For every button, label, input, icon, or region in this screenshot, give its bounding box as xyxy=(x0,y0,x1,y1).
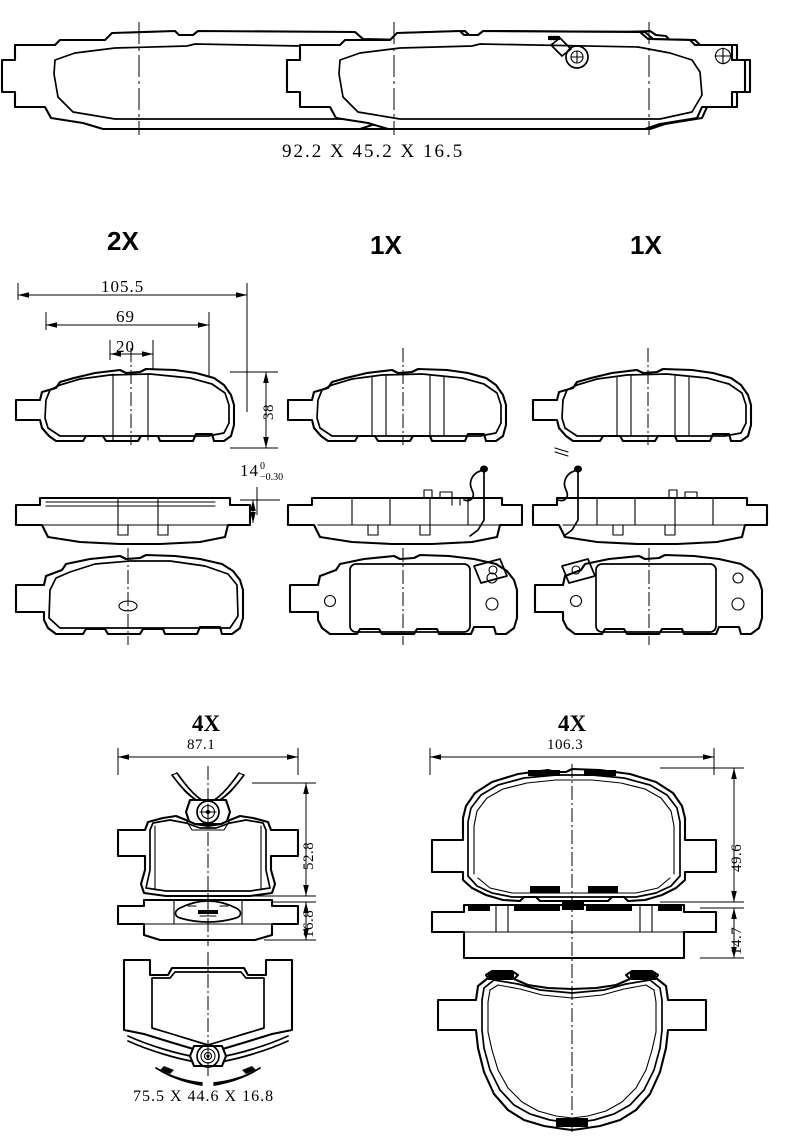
dim-bl-height: 52.8 xyxy=(301,841,317,870)
tolerance-lower: 0.30 xyxy=(265,471,284,483)
dim-thickness-value: 14 xyxy=(240,461,259,481)
dim-br-width: 106.3 xyxy=(547,737,584,753)
top-size-label: 92.2 X 45.2 X 16.5 xyxy=(282,141,465,162)
top-pad-left xyxy=(0,29,462,131)
dim-br-thickness: 14.7 xyxy=(729,926,745,955)
wear-sensor-wire-right xyxy=(557,465,582,537)
wear-sensor-clip-left xyxy=(548,35,589,69)
dim-height: 38 xyxy=(261,404,277,420)
tolerance-upper: 0 xyxy=(260,461,265,472)
dim-bl-width: 87.1 xyxy=(187,737,216,753)
qty-label-bottom-left: 4X xyxy=(192,711,221,736)
bottom-left-pad-face xyxy=(116,766,300,902)
qty-label-top-left: 2X xyxy=(107,226,139,256)
bottom-left-pad-edge xyxy=(116,896,300,946)
bottom-left-dimensions xyxy=(117,748,316,941)
dim-overall-width: 105.5 xyxy=(101,277,145,296)
qty-label-top-center: 1X xyxy=(370,230,402,260)
middle-pad-left-edge xyxy=(14,496,256,546)
bottom-right-dimensions xyxy=(429,748,744,959)
middle-backplate-right xyxy=(533,548,764,645)
top-pad-center xyxy=(290,29,752,131)
middle-backplate-left xyxy=(14,548,245,645)
wear-sensor-wire-center xyxy=(463,465,488,537)
dim-thickness-tolerance: 0−0.30 xyxy=(260,461,284,483)
qty-label-bottom-right: 4X xyxy=(558,711,587,736)
dim-notch-width: 20 xyxy=(116,337,135,356)
middle-pad-right-face xyxy=(531,348,753,457)
wear-sensor-clip-right xyxy=(451,35,492,69)
middle-pad-center-edge xyxy=(286,465,524,546)
bottom-right-pad-edge xyxy=(430,898,718,966)
middle-pad-left-face xyxy=(14,348,236,445)
middle-pad-center-face xyxy=(286,348,508,445)
bottom-right-backplate xyxy=(436,964,708,1135)
qty-label-top-right: 1X xyxy=(630,230,662,260)
dim-inner-width: 69 xyxy=(116,307,135,326)
top-pad-right xyxy=(285,29,747,131)
dim-bl-thickness: 16.8 xyxy=(301,909,317,938)
middle-dimension-lines xyxy=(17,283,280,525)
bottom-left-size-label: 75.5 X 44.6 X 16.8 xyxy=(133,1088,275,1105)
bottom-right-pad-face xyxy=(430,764,718,910)
dim-br-height: 49.6 xyxy=(729,843,745,872)
bottom-left-backplate xyxy=(122,952,294,1086)
middle-backplate-center xyxy=(288,548,519,645)
middle-pad-right-edge xyxy=(531,465,769,546)
tolerance-lower-wrap: −0.30 xyxy=(260,471,284,483)
